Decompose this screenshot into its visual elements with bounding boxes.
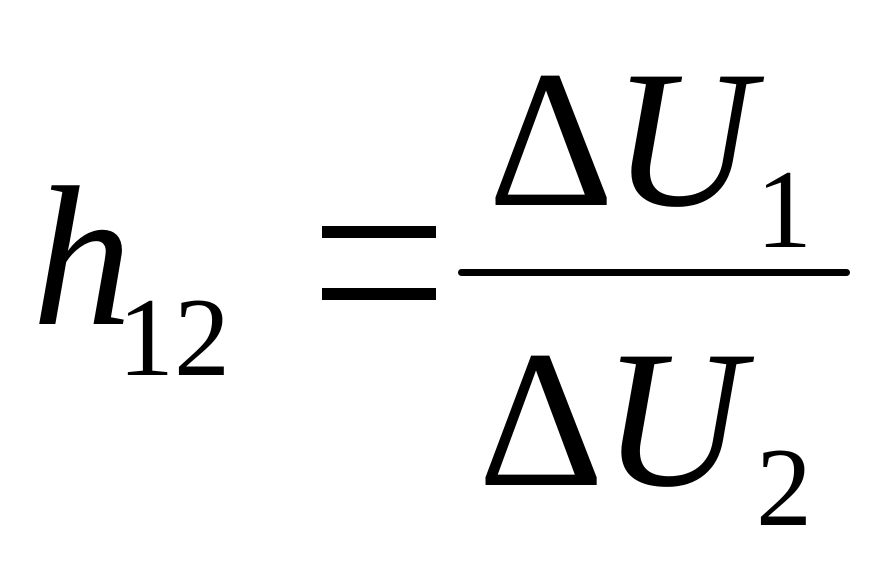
lhs-variable-h: h (32, 147, 132, 368)
numerator-variable-u: U (612, 31, 754, 248)
lhs-subscript: 12 (118, 276, 230, 400)
equals-sign-top-bar (322, 226, 436, 238)
equals-sign-bottom-bar (322, 288, 436, 300)
denominator-delta: Δ (478, 311, 605, 528)
equals-sign (322, 226, 436, 300)
numerator-subscript: 1 (756, 148, 812, 272)
denominator-subscript: 2 (756, 426, 812, 550)
denominator-variable-u: U (602, 311, 744, 528)
numerator-delta: Δ (488, 31, 615, 248)
fraction-bar (458, 269, 850, 276)
